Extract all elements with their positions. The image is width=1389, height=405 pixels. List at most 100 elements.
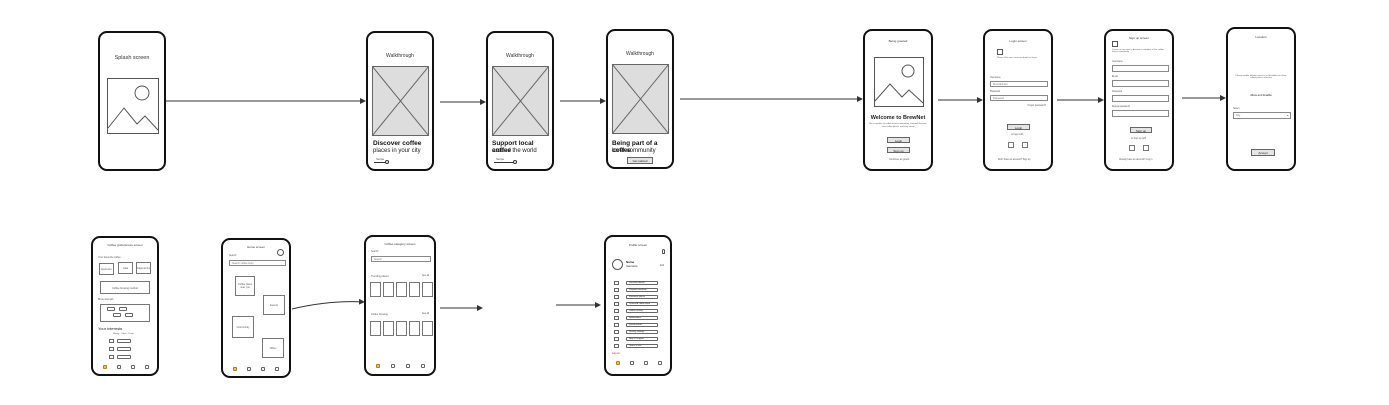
profile-menu-item[interactable]: Favourite places [626, 295, 658, 299]
search-nav-icon[interactable] [247, 367, 251, 371]
progress-slider[interactable] [374, 162, 386, 163]
profile-menu-item[interactable]: Notifications [626, 316, 658, 320]
favourites-nav-icon[interactable] [644, 361, 648, 365]
arrow-home-explore [291, 298, 365, 310]
location-screen: Location Please enable location access s… [1226, 27, 1296, 171]
events-card[interactable]: Events [263, 295, 285, 315]
profile-nav-icon[interactable] [421, 364, 425, 368]
strength-option[interactable] [125, 313, 133, 317]
search-nav-icon[interactable] [630, 361, 634, 365]
profile-menu-item[interactable]: Personal details [626, 281, 658, 285]
accept-button[interactable]: Accept [1251, 149, 1275, 156]
trending-card[interactable] [370, 282, 381, 297]
profile-row-icon [614, 316, 619, 320]
brewing-card[interactable] [383, 321, 394, 336]
subline: around the world [492, 148, 537, 154]
favourites-nav-icon[interactable] [131, 365, 135, 369]
nearby-place-card[interactable]: Coffee place near you [235, 276, 255, 296]
profile-menu-item[interactable]: Saved events [626, 323, 658, 327]
strength-option[interactable] [107, 307, 115, 311]
profile-menu-item[interactable]: Privacy settings [626, 330, 658, 334]
forgot-password-link[interactable]: Forgot password? [1027, 105, 1046, 107]
favourites-nav-icon[interactable] [261, 367, 265, 371]
trending-card[interactable] [383, 282, 394, 297]
trending-card[interactable] [396, 282, 407, 297]
interest-field[interactable] [117, 347, 131, 351]
see-all-link[interactable]: See all [421, 275, 429, 277]
interest-checkbox[interactable] [109, 339, 114, 343]
get-started-button[interactable]: Get started [627, 157, 653, 164]
profile-nav-icon[interactable] [275, 367, 279, 371]
strength-option[interactable] [119, 307, 127, 311]
interest-field[interactable] [117, 339, 131, 343]
brewing-method-card[interactable]: Coffee brewing method [100, 281, 150, 294]
profile-menu-item[interactable]: Orders history [626, 309, 658, 313]
coffee-option-2[interactable]: Latte [118, 262, 133, 274]
field1-label: Username [1112, 61, 1123, 63]
username-field[interactable]: BrewNetUser [990, 81, 1048, 87]
edit-profile-link[interactable]: Edit [660, 265, 664, 267]
interest-checkbox[interactable] [109, 355, 114, 359]
facebook-login-icon[interactable] [1022, 142, 1028, 148]
progress-slider[interactable] [494, 162, 514, 163]
google-signup-icon[interactable] [1129, 145, 1135, 151]
search-input[interactable]: Search [371, 256, 431, 262]
city-select[interactable]: City [1233, 112, 1291, 119]
signup-link[interactable]: Don't have an account? Sign up [998, 159, 1031, 161]
home-nav-icon[interactable] [376, 364, 380, 368]
profile-nav-icon[interactable] [658, 361, 662, 365]
login-link[interactable]: Already have an account? Log in [1119, 159, 1153, 161]
trending-card[interactable] [422, 282, 433, 297]
slider-handle[interactable] [513, 160, 517, 164]
repeat-password-field[interactable] [1112, 110, 1169, 117]
coffee-option-3[interactable]: Cappuccino [136, 262, 151, 274]
screen-title: Login screen [1009, 39, 1027, 43]
facebook-signup-icon[interactable] [1143, 145, 1149, 151]
brewing-card[interactable] [409, 321, 420, 336]
trending-card[interactable] [409, 282, 420, 297]
welcome-body: Be a member of coffee lovers community, … [869, 123, 927, 128]
login-button[interactable]: Login [887, 137, 910, 143]
coffee-option-1[interactable]: Espresso [99, 263, 114, 275]
logout-link[interactable]: Log out [612, 353, 620, 355]
offers-card[interactable]: Offers [262, 338, 284, 358]
profile-nav-icon[interactable] [145, 365, 149, 369]
image-placeholder-icon [107, 78, 159, 134]
home-nav-icon[interactable] [103, 365, 107, 369]
see-all-link[interactable]: See all [421, 313, 429, 315]
interest-field[interactable] [117, 355, 131, 359]
password-field[interactable]: Password [990, 95, 1048, 101]
section-brewing: Coffee brewing [371, 313, 388, 316]
profile-row-icon [614, 309, 619, 313]
login-submit-button[interactable]: Login [1007, 124, 1030, 130]
brewing-card[interactable] [370, 321, 381, 336]
profile-menu-item[interactable]: Preferred coffee bean [626, 302, 658, 306]
email-field[interactable] [1112, 80, 1169, 87]
interest-checkbox[interactable] [109, 347, 114, 351]
screen-title: Profile screen [628, 243, 648, 247]
guest-link[interactable]: Continue as guest [889, 158, 910, 161]
enable-location-link[interactable]: Allow and Enable [1250, 93, 1272, 97]
username-field[interactable] [1112, 65, 1169, 72]
signup-submit-button[interactable]: Sign up [1130, 127, 1152, 133]
password-field[interactable] [1112, 95, 1169, 102]
brewing-card[interactable] [396, 321, 407, 336]
signup-button[interactable]: Sign up [887, 147, 910, 153]
profile-menu-item[interactable]: Terms of use [626, 344, 658, 348]
search-input[interactable]: Search coffee shop [229, 260, 286, 266]
community-card[interactable]: Community [232, 316, 254, 338]
search-nav-icon[interactable] [391, 364, 395, 368]
strength-option[interactable] [113, 313, 121, 317]
profile-menu-item[interactable]: Help & Support [626, 337, 658, 341]
favourites-nav-icon[interactable] [406, 364, 410, 368]
notification-bell-icon[interactable] [662, 249, 665, 254]
google-login-icon[interactable] [1008, 142, 1014, 148]
slider-handle[interactable] [385, 160, 389, 164]
search-nav-icon[interactable] [117, 365, 121, 369]
profile-menu-item[interactable]: Payment methods [626, 288, 658, 292]
home-nav-icon[interactable] [616, 361, 620, 365]
home-nav-icon[interactable] [233, 367, 237, 371]
avatar[interactable] [277, 249, 284, 256]
brewing-card[interactable] [422, 321, 433, 336]
